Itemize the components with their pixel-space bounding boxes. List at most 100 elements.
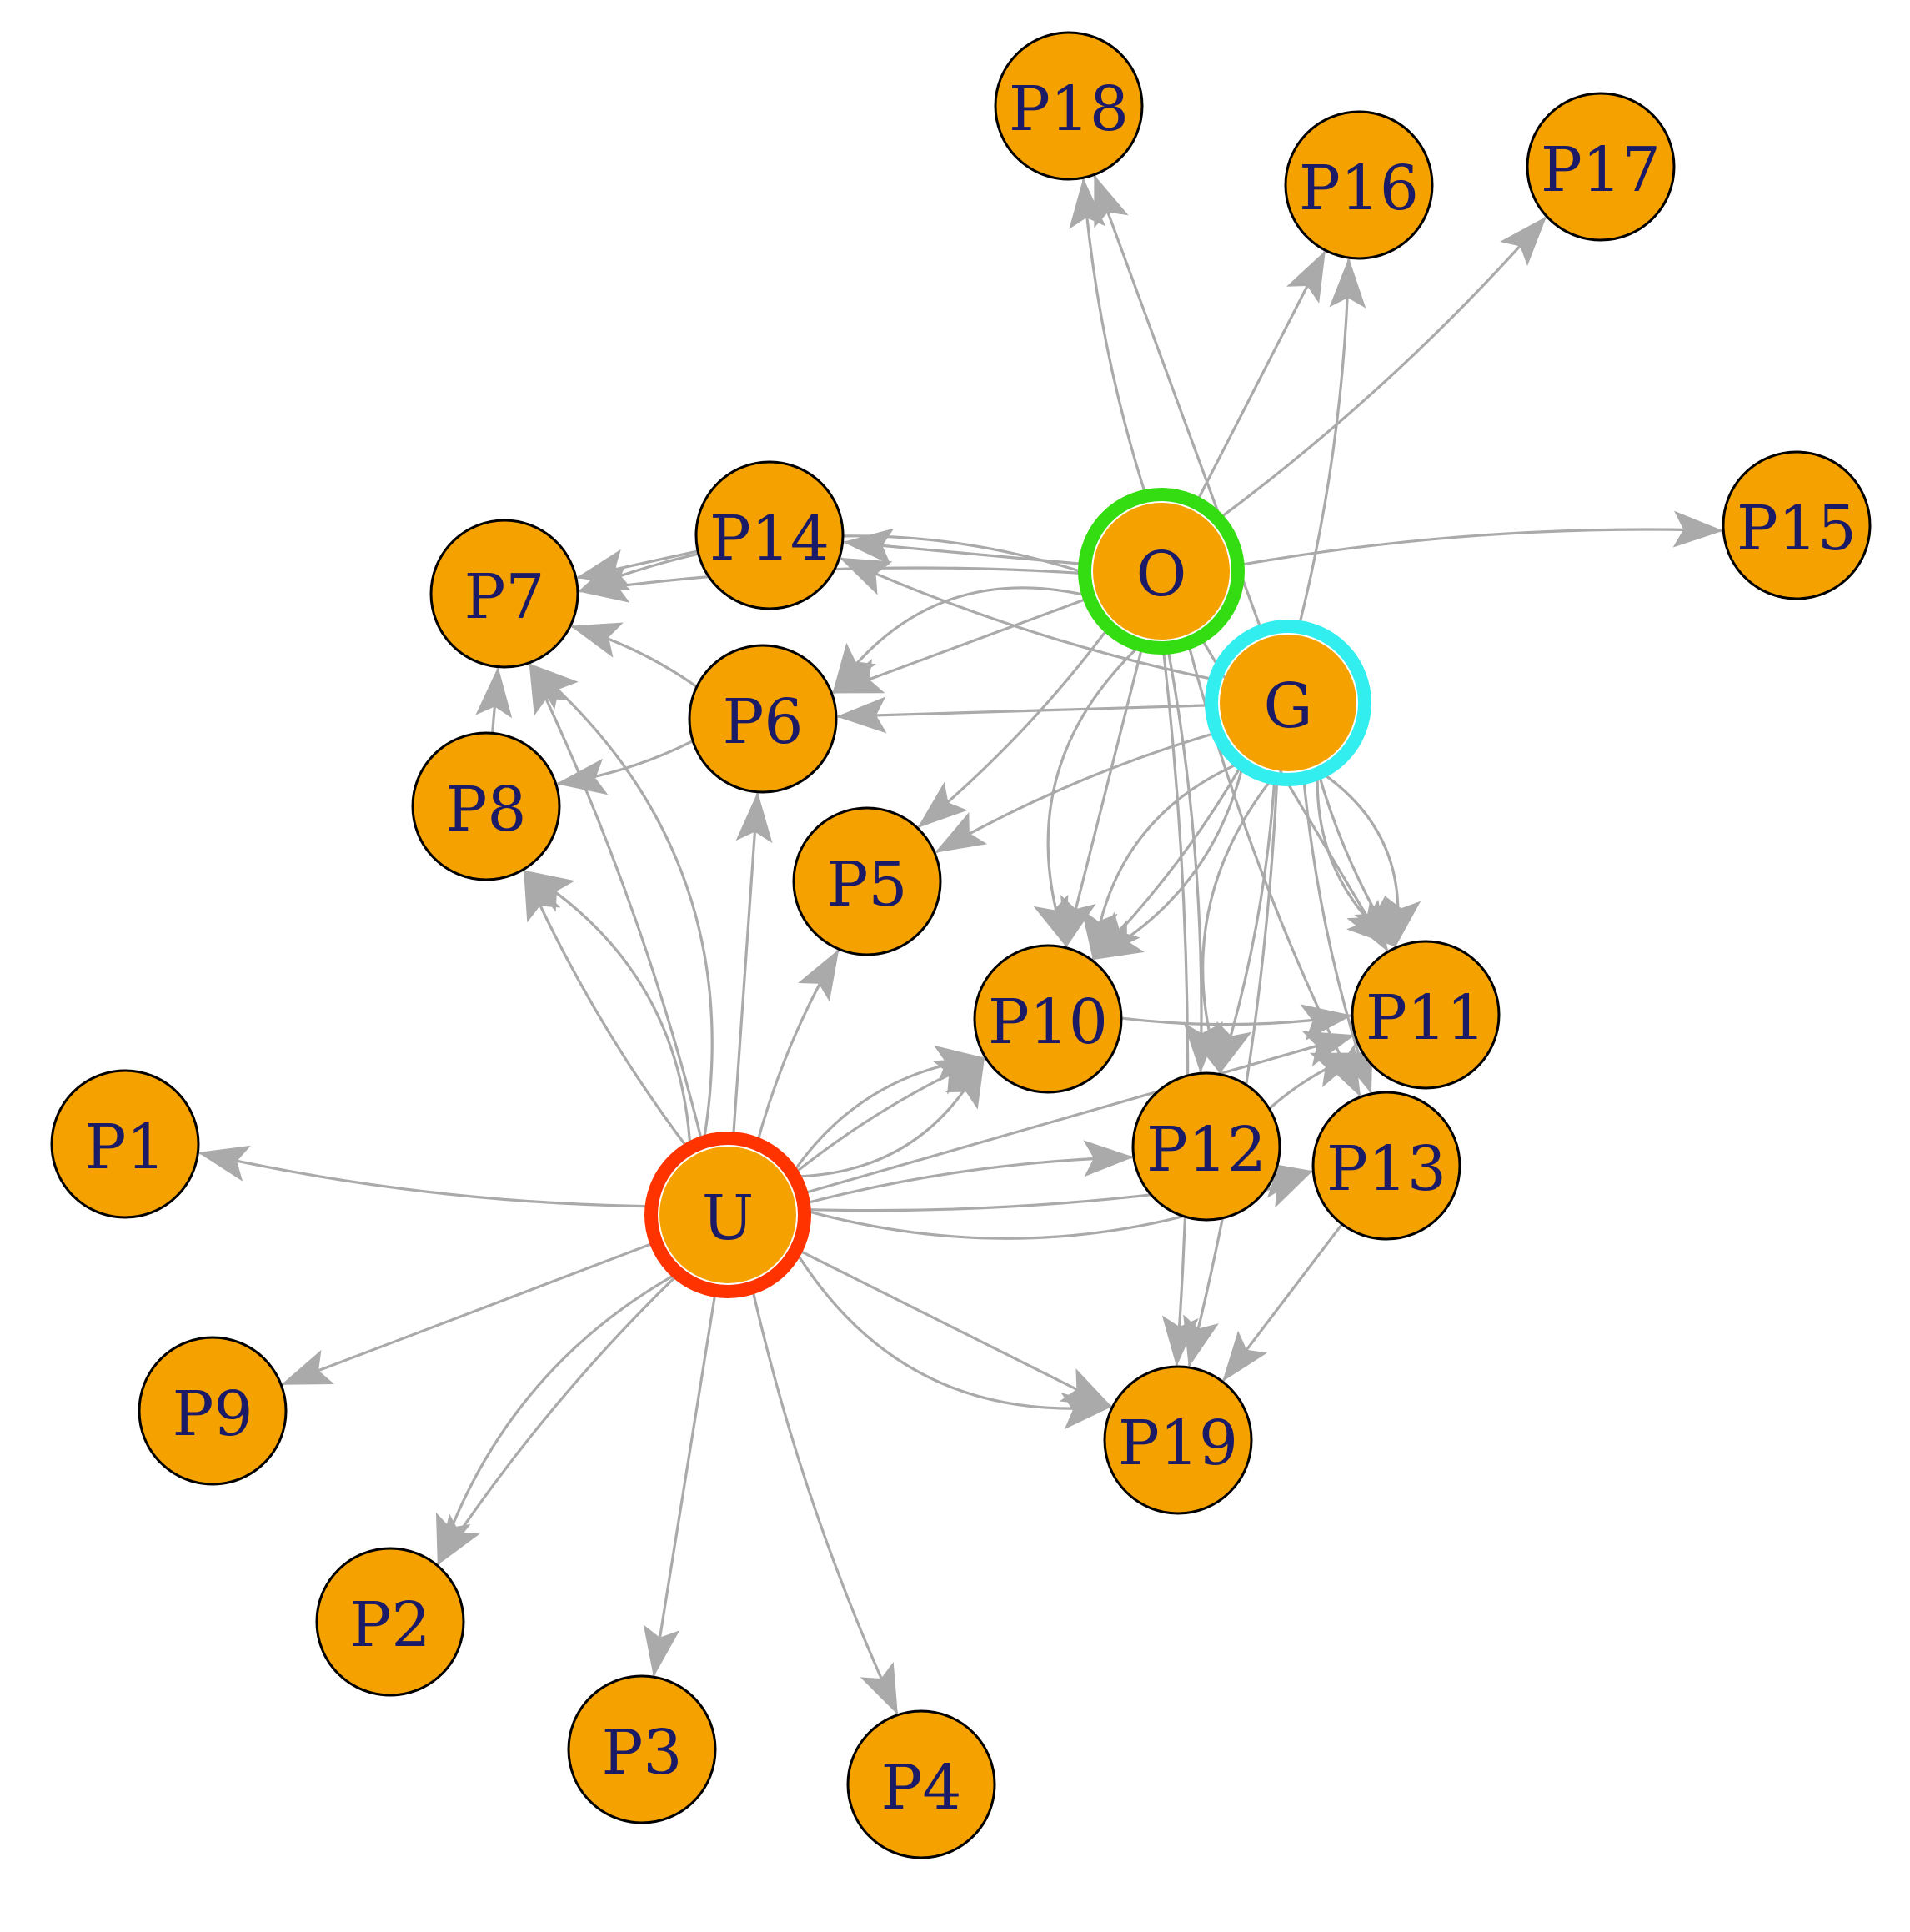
node-label-u: U (702, 1182, 754, 1254)
node-label-o: O (1136, 539, 1187, 610)
node-circle-p6 (688, 644, 838, 794)
node-label-p17: P17 (1541, 134, 1661, 206)
edge-o-to-p12 (1166, 644, 1221, 1074)
node-p11: P11 (1351, 940, 1501, 1090)
node-label-p4: P4 (881, 1752, 962, 1824)
node-circle-p9 (138, 1336, 288, 1486)
node-label-p10: P10 (988, 986, 1108, 1058)
node-p2: P2 (315, 1547, 465, 1697)
edge-u-to-p19 (792, 1246, 1113, 1408)
node-label-p1: P1 (85, 1112, 166, 1183)
node-circle-p15 (1722, 450, 1872, 600)
edge-u-to-p12 (800, 1140, 1134, 1207)
node-p8: P8 (411, 731, 561, 881)
edge-u-to-p10 (790, 1056, 985, 1178)
edge-g-to-p12 (1216, 775, 1276, 1075)
node-circle-u (659, 1147, 796, 1283)
node-circle-p18 (994, 31, 1144, 181)
edge-u-to-p4 (749, 1283, 899, 1715)
node-p10: P10 (973, 944, 1123, 1094)
node-circle-p16 (1284, 110, 1434, 260)
edge-o-to-p18 (1069, 178, 1149, 500)
node-circle-p7 (429, 519, 579, 669)
edge-u-to-p3 (643, 1287, 718, 1678)
node-circle-p3 (567, 1674, 717, 1824)
node-p4: P4 (846, 1709, 996, 1859)
node-label-p5: P5 (827, 849, 908, 921)
node-o: O (1078, 488, 1245, 655)
node-p19: P19 (1103, 1365, 1253, 1515)
node-circle-p19 (1103, 1365, 1253, 1515)
node-ring-g (1205, 620, 1371, 786)
node-circle-p5 (792, 806, 942, 956)
node-circle-g (1220, 635, 1356, 771)
edge-u-to-p1 (198, 1145, 655, 1208)
node-p12: P12 (1131, 1071, 1281, 1222)
edge-p8-to-p7 (475, 666, 513, 734)
edge-o-to-p6 (831, 595, 1094, 695)
node-circle-p13 (1311, 1091, 1461, 1241)
node-label-p13: P13 (1326, 1133, 1446, 1205)
node-label-p16: P16 (1299, 153, 1419, 224)
node-label-p15: P15 (1737, 493, 1857, 565)
edge-u-to-p10 (790, 1056, 986, 1178)
node-circle-o (1093, 503, 1230, 640)
node-circle-p4 (846, 1709, 996, 1859)
edge-p12-to-p11 (1268, 1051, 1363, 1110)
node-p18: P18 (994, 31, 1144, 181)
node-p5: P5 (792, 806, 942, 956)
node-p13: P13 (1311, 1091, 1461, 1241)
node-p7: P7 (429, 519, 579, 669)
node-p16: P16 (1284, 110, 1434, 260)
node-p3: P3 (567, 1674, 717, 1824)
edge-u-to-p10 (789, 1045, 986, 1177)
node-label-p14: P14 (709, 503, 830, 575)
node-circle-p17 (1526, 92, 1676, 242)
edge-p13-to-p19 (1222, 1223, 1344, 1382)
edge-p10-to-p11 (1120, 1004, 1352, 1041)
node-label-p18: P18 (1009, 73, 1129, 145)
edge-u-to-p19 (792, 1247, 1113, 1430)
edge-u-to-p5 (754, 949, 840, 1148)
node-circle-p11 (1351, 940, 1501, 1090)
node-circle-p14 (694, 460, 845, 610)
edge-o-to-p16 (1193, 250, 1326, 507)
edge-u-to-p6 (731, 791, 773, 1142)
node-label-p12: P12 (1146, 1114, 1266, 1186)
edge-g-to-p5 (935, 730, 1221, 854)
edge-u-to-p9 (281, 1239, 660, 1386)
edge-g-to-p10 (1091, 760, 1246, 961)
edge-p6-to-p7 (570, 622, 698, 688)
edge-g-to-p6 (835, 696, 1216, 734)
edge-p6-to-p8 (555, 740, 694, 795)
node-circle-p2 (315, 1547, 465, 1697)
edge-o-to-p19 (1161, 644, 1199, 1367)
edge-g-to-p11 (1316, 769, 1421, 948)
node-ring-o (1078, 488, 1245, 655)
edge-o-to-p5 (917, 623, 1112, 828)
edge-o-to-p15 (1234, 510, 1724, 568)
node-p15: P15 (1722, 450, 1872, 600)
edge-g-to-p10 (1081, 760, 1245, 961)
edge-g-to-p19 (1183, 775, 1279, 1367)
node-p17: P17 (1526, 92, 1676, 242)
edge-g-to-p10 (1092, 760, 1246, 961)
edge-u-to-p7 (528, 663, 714, 1147)
node-label-p9: P9 (173, 1378, 253, 1450)
node-label-p8: P8 (446, 774, 527, 846)
node-circle-p10 (973, 944, 1123, 1094)
edge-u-to-p8 (523, 870, 692, 1152)
node-u: U (644, 1132, 811, 1298)
edge-u-to-p2 (437, 1270, 682, 1566)
edge-o-to-p14 (842, 528, 1089, 566)
edge-g-to-p11 (1316, 770, 1397, 947)
node-p6: P6 (688, 644, 838, 794)
node-label-p3: P3 (602, 1717, 683, 1789)
node-label-p7: P7 (464, 561, 545, 633)
node-label-p2: P2 (350, 1589, 431, 1661)
edge-u-to-p11 (798, 1031, 1356, 1197)
edge-o-to-p10 (1033, 641, 1145, 948)
node-label-g: G (1263, 670, 1312, 742)
edge-layer (198, 174, 1724, 1715)
